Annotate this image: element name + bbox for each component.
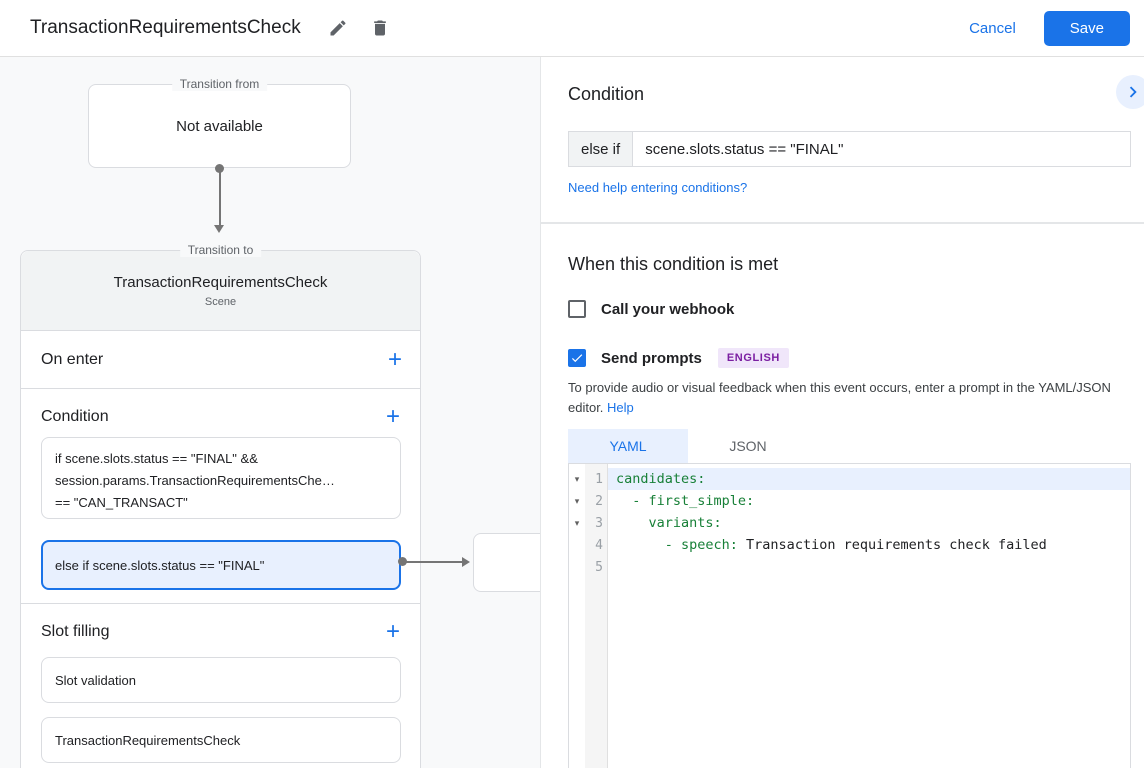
slot-filling-label: Slot filling bbox=[41, 623, 110, 640]
condition-help-link[interactable]: Need help entering conditions? bbox=[568, 180, 748, 195]
line-number: 2 bbox=[595, 493, 603, 509]
condition-section-header: Condition + bbox=[41, 399, 400, 435]
transition-to-card: Transition to TransactionRequirementsChe… bbox=[20, 243, 421, 768]
send-prompts-label: Send prompts bbox=[601, 349, 702, 367]
prompts-help-link[interactable]: Help bbox=[607, 400, 634, 415]
code-key: - first_simple: bbox=[616, 493, 755, 509]
edit-scene-button[interactable] bbox=[321, 11, 355, 45]
call-webhook-checkbox[interactable] bbox=[568, 300, 586, 318]
pencil-icon bbox=[330, 20, 346, 36]
branch-arrow-line bbox=[404, 561, 464, 563]
condition-item-elseif-selected[interactable]: else if scene.slots.status == "FINAL" bbox=[41, 540, 401, 590]
code-line-active[interactable]: candidates: bbox=[608, 468, 1130, 490]
scene-card-header[interactable]: TransactionRequirementsCheck Scene bbox=[21, 251, 420, 331]
chevron-right-icon bbox=[1129, 86, 1137, 98]
condition-editor-panel: Condition else if Need help entering con… bbox=[540, 57, 1144, 768]
fold-toggle-icon[interactable]: ▾ bbox=[574, 474, 580, 484]
plus-icon: + bbox=[387, 345, 402, 373]
line-number: 4 bbox=[595, 537, 603, 553]
fold-toggle-icon[interactable]: ▾ bbox=[574, 496, 580, 506]
on-enter-row[interactable]: On enter + bbox=[21, 331, 420, 389]
line-number: 1 bbox=[595, 471, 603, 487]
add-condition-button[interactable]: + bbox=[386, 405, 400, 429]
slot-filling-header: Slot filling + bbox=[41, 614, 400, 650]
add-on-enter-button[interactable]: + bbox=[387, 345, 402, 373]
panel-divider bbox=[541, 222, 1144, 224]
code-row: ▾ 1 candidates: bbox=[569, 468, 1130, 490]
scene-title-group: TransactionRequirementsCheck bbox=[30, 11, 397, 45]
webhook-option-row: Call your webhook bbox=[568, 299, 1130, 319]
flow-arrow-down-line bbox=[219, 168, 221, 226]
condition-item-text: else if scene.slots.status == "FINAL" bbox=[55, 557, 265, 573]
transition-to-legend: Transition to bbox=[179, 243, 262, 257]
cancel-button[interactable]: Cancel bbox=[969, 19, 1016, 37]
slot-item-text: Slot validation bbox=[55, 672, 136, 688]
condition-expression-input[interactable] bbox=[633, 132, 1130, 166]
prompts-option-row: Send prompts ENGLISH bbox=[568, 348, 1130, 368]
line-number: 3 bbox=[595, 515, 603, 531]
plus-icon: + bbox=[385, 403, 400, 430]
code-line[interactable]: - speech: Transaction requirements check… bbox=[608, 534, 1130, 556]
send-prompts-checkbox[interactable] bbox=[568, 349, 586, 367]
scene-name: TransactionRequirementsCheck bbox=[113, 273, 328, 291]
transition-from-value: Not available bbox=[176, 117, 263, 135]
header-actions: Cancel Save bbox=[969, 10, 1130, 46]
condition-section: Condition + if scene.slots.status == "FI… bbox=[21, 389, 420, 604]
add-slot-button[interactable]: + bbox=[386, 620, 400, 644]
code-key: variants: bbox=[616, 515, 722, 531]
top-bar: TransactionRequirementsCheck Cancel Save bbox=[0, 0, 1144, 57]
code-line[interactable]: variants: bbox=[608, 512, 1130, 534]
collapse-panel-button[interactable] bbox=[1116, 75, 1144, 109]
on-enter-label: On enter bbox=[41, 350, 104, 368]
yaml-code-editor[interactable]: ▾ 1 candidates: ▾ 2 - first_simple: ▾ 3 … bbox=[568, 463, 1131, 768]
condition-section-label: Condition bbox=[41, 408, 109, 425]
save-button[interactable]: Save bbox=[1043, 10, 1130, 46]
delete-scene-button[interactable] bbox=[363, 11, 397, 45]
scene-type-label: Scene bbox=[204, 295, 237, 308]
call-webhook-label: Call your webhook bbox=[601, 300, 735, 318]
condition-expression-field: else if bbox=[568, 131, 1131, 167]
code-row: 4 - speech: Transaction requirements che… bbox=[569, 534, 1130, 556]
branch-connector-dot bbox=[398, 557, 407, 566]
code-key: - speech: bbox=[616, 537, 747, 553]
tab-json[interactable]: JSON bbox=[729, 438, 767, 454]
trash-icon bbox=[373, 20, 386, 36]
transition-from-legend: Transition from bbox=[171, 77, 268, 91]
line-number: 5 bbox=[595, 559, 603, 575]
editor-format-tabs: YAML JSON bbox=[568, 429, 1130, 463]
fold-toggle-icon[interactable]: ▾ bbox=[574, 518, 580, 528]
page-title: TransactionRequirementsCheck bbox=[30, 17, 301, 38]
when-met-title: When this condition is met bbox=[568, 254, 779, 274]
language-badge: ENGLISH bbox=[717, 348, 789, 368]
code-key: candidates: bbox=[616, 471, 706, 487]
slot-item-validation[interactable]: Slot validation bbox=[41, 657, 401, 703]
checkmark-icon bbox=[571, 354, 583, 363]
code-row: ▾ 3 variants: bbox=[569, 512, 1130, 534]
prompts-description-text: To provide audio or visual feedback when… bbox=[568, 380, 1111, 415]
code-row: ▾ 2 - first_simple: bbox=[569, 490, 1130, 512]
condition-prefix: else if bbox=[569, 132, 634, 166]
code-lines: ▾ 1 candidates: ▾ 2 - first_simple: ▾ 3 … bbox=[569, 464, 1130, 578]
condition-item-if[interactable]: if scene.slots.status == "FINAL" && sess… bbox=[41, 437, 401, 519]
tab-yaml[interactable]: YAML bbox=[568, 429, 688, 463]
code-line[interactable] bbox=[608, 556, 1130, 578]
branch-arrow-head bbox=[462, 557, 470, 567]
slot-item-text: TransactionRequirementsCheck bbox=[55, 732, 241, 748]
slot-item-transaction[interactable]: TransactionRequirementsCheck bbox=[41, 717, 401, 763]
flow-arrow-down-head bbox=[214, 225, 224, 233]
slot-filling-section: Slot filling + Slot validation Transacti… bbox=[21, 604, 420, 768]
code-line[interactable]: - first_simple: bbox=[608, 490, 1130, 512]
panel-title: Condition bbox=[568, 84, 645, 104]
transition-from-card[interactable]: Transition from Not available bbox=[88, 77, 351, 168]
code-value: Transaction requirements check failed bbox=[746, 537, 1047, 553]
prompts-description: To provide audio or visual feedback when… bbox=[568, 378, 1130, 418]
line-number-gutter bbox=[585, 464, 608, 768]
code-row: 5 bbox=[569, 556, 1130, 578]
plus-icon: + bbox=[385, 618, 400, 645]
